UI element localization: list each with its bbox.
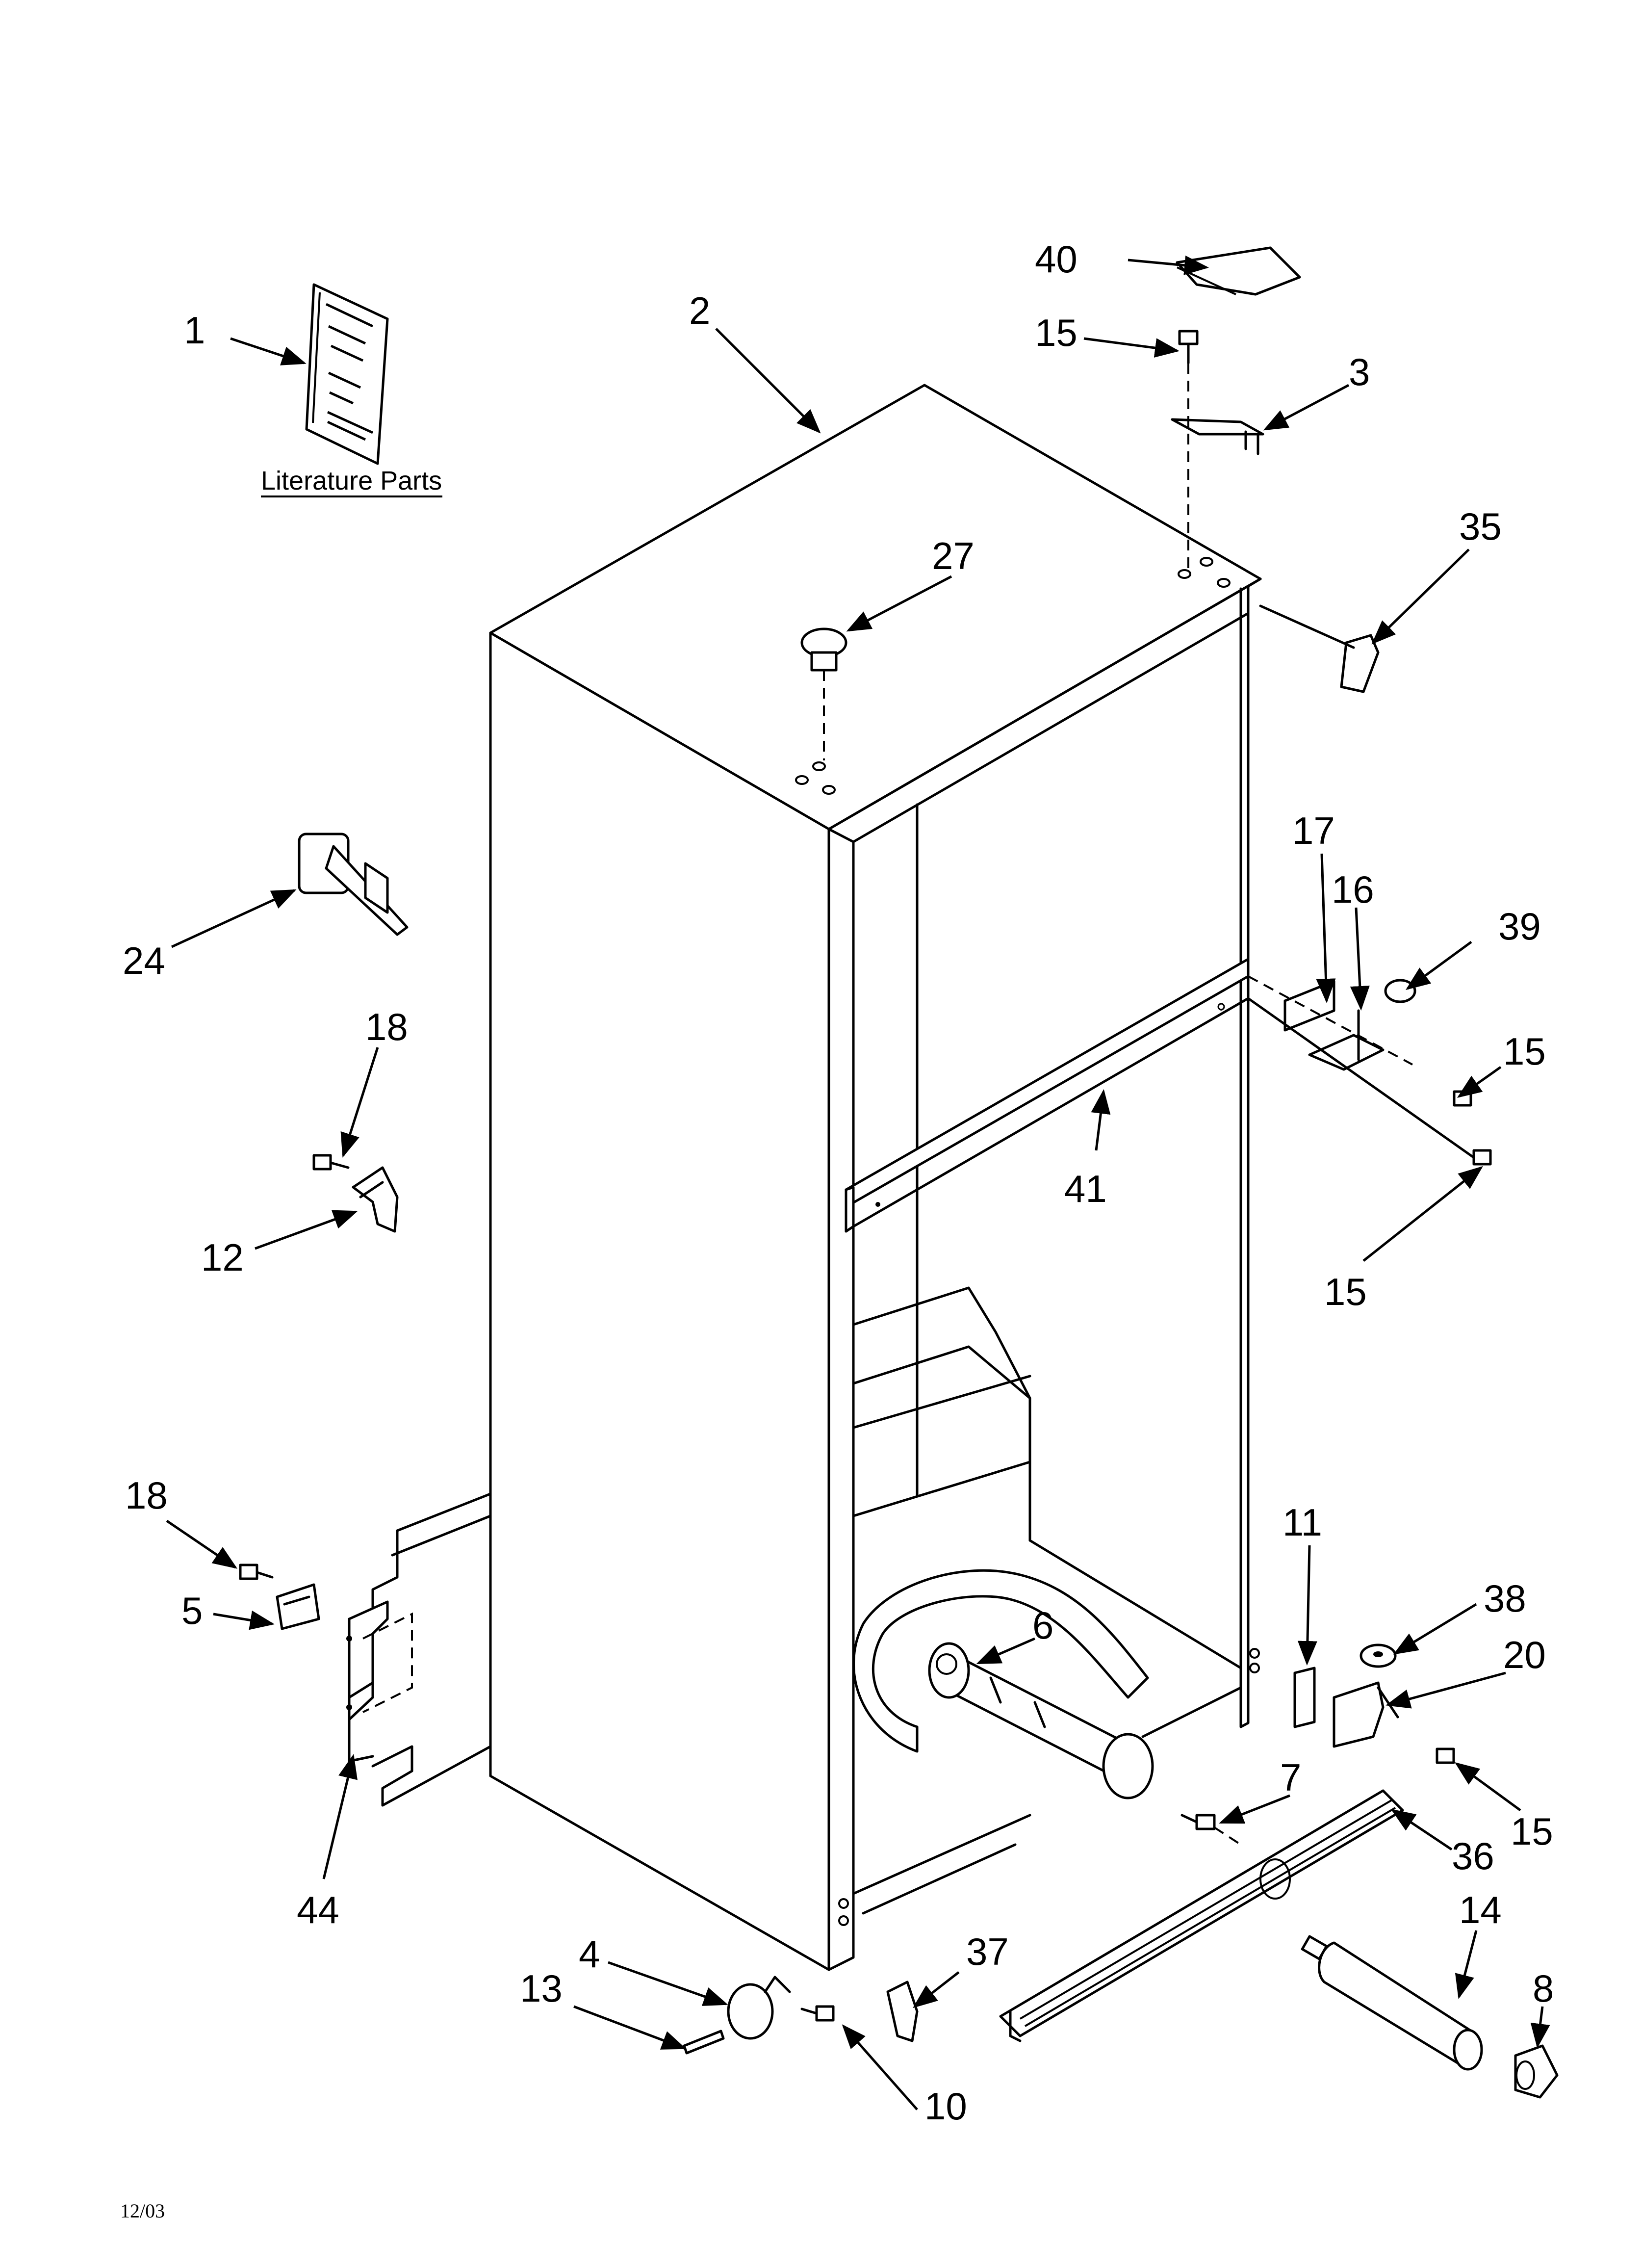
callout-3: 3: [1349, 350, 1370, 393]
damper-4: [727, 1976, 791, 2040]
callout-13: 13: [520, 1967, 563, 2010]
callout-16: 16: [1332, 868, 1374, 911]
callout-15-lower-hinge: 15: [1324, 1270, 1367, 1313]
callout-38: 38: [1484, 1577, 1526, 1620]
callout-15-hinge: 15: [1503, 1030, 1546, 1073]
washer-38: [1360, 1643, 1397, 1668]
callout-36: 36: [1452, 1834, 1494, 1877]
top-screw: [1178, 330, 1199, 365]
spacer-11: [1293, 1667, 1316, 1728]
date-code: 12/03: [120, 2200, 165, 2222]
pin-13: [683, 2030, 725, 2055]
callout-24: 24: [123, 939, 165, 982]
callout-39: 39: [1498, 905, 1541, 948]
screw-15d: [1436, 1747, 1455, 1764]
callout-40: 40: [1035, 237, 1078, 281]
callout-1: 1: [184, 309, 205, 352]
callout-10: 10: [924, 2085, 967, 2128]
callout-27: 27: [932, 534, 975, 577]
callout-14: 14: [1459, 1888, 1502, 1931]
hinge-parts-right: [1247, 975, 1492, 1166]
base-grille: [999, 1789, 1404, 2042]
callout-12: 12: [201, 1236, 244, 1279]
callout-37: 37: [966, 1930, 1009, 1973]
rear-access-panel: [346, 1492, 492, 1807]
literature-booklet: [305, 283, 389, 465]
plug-button: [800, 627, 847, 672]
callout-7: 7: [1280, 1756, 1301, 1799]
callout-17: 17: [1292, 809, 1335, 852]
callout-6: 6: [1032, 1604, 1053, 1647]
callout-44: 44: [297, 1888, 339, 1931]
screw-18a: [312, 1154, 350, 1171]
callout-11: 11: [1283, 1501, 1322, 1544]
hinge-cover: [1340, 634, 1380, 693]
callout-8: 8: [1533, 1967, 1554, 2010]
clamp-5: [276, 1583, 320, 1630]
callout-15-bottom: 15: [1511, 1810, 1553, 1853]
refrigerator-cabinet: [489, 384, 1262, 1971]
leader-lines: [166, 255, 1550, 2111]
callout-18-upper: 18: [365, 1005, 408, 1048]
clip-37: [886, 1981, 919, 2042]
door-stop-pin: [298, 833, 409, 936]
callout-15-top: 15: [1035, 311, 1078, 354]
callout-20: 20: [1503, 1633, 1546, 1676]
screw-18b: [239, 1564, 274, 1580]
hinge-bracket-top: [1171, 418, 1264, 455]
screw-7: [1180, 1814, 1216, 1830]
top-cap: [1176, 246, 1301, 296]
callout-18-lower: 18: [125, 1474, 168, 1517]
drain-hose: [852, 1569, 1154, 1799]
callout-labels: 1 2 3 4 5 6 7 8 10 11 12 13 14 15 15 15 …: [123, 237, 1554, 2128]
callout-4: 4: [579, 1932, 600, 1976]
filter-cap: [1514, 2044, 1559, 2099]
callout-5: 5: [181, 1589, 203, 1632]
callout-41: 41: [1064, 1167, 1107, 1210]
callout-35: 35: [1459, 505, 1502, 548]
water-filter: [1301, 1935, 1483, 2071]
literature-caption: Literature Parts: [261, 466, 442, 495]
screw-10: [800, 2005, 835, 2022]
callout-2: 2: [689, 289, 710, 332]
bracket-clip: [352, 1166, 399, 1233]
bracket-20: [1333, 1681, 1399, 1748]
